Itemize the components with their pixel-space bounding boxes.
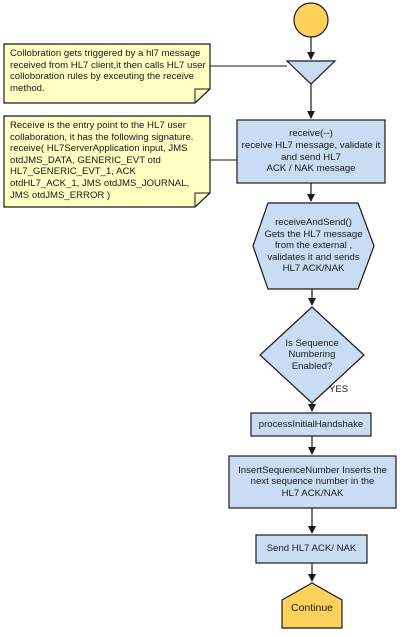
note-entry-shape: [3, 115, 211, 208]
note-trigger-shape: [3, 43, 211, 104]
insert-sequence-label: InsertSequenceNumber Inserts the next se…: [238, 464, 387, 499]
note-trigger-text: Collobration gets triggered by a hl7 mes…: [10, 48, 206, 94]
receive-and-send-hexagon: [252, 202, 375, 290]
send-box: [255, 534, 368, 564]
end-node-label: Continue: [290, 602, 334, 615]
sequence-decision-label: Is Sequence Numbering Enabled?: [285, 337, 339, 372]
note-entry-text: Receive is the entry point to the HL7 us…: [10, 120, 194, 201]
handshake-box: [250, 412, 372, 437]
receive-box: [236, 119, 386, 184]
end-node: [281, 582, 343, 629]
merge-triangle: [285, 60, 337, 85]
note-trigger-fold: [194, 88, 210, 103]
receive-box-label: receive(--) receive HL7 message, validat…: [241, 128, 381, 175]
send-label: Send HL7 ACK/ NAK: [266, 543, 357, 555]
note-entry-fold: [194, 192, 210, 207]
handshake-label: processInitialHandshake: [258, 418, 364, 430]
decision-yes-label: YES: [329, 384, 349, 395]
receive-and-send-label: receiveAndSend() Gets the HL7 message fr…: [264, 217, 363, 275]
start-node: [293, 2, 329, 38]
insert-sequence-box: [228, 455, 397, 509]
